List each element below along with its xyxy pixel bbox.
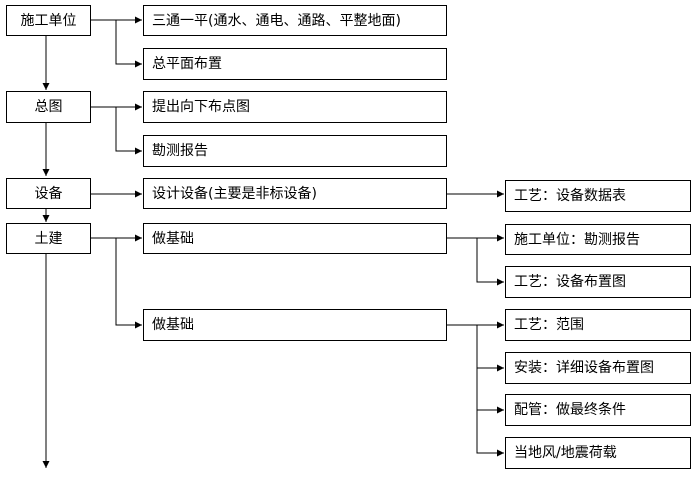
node-equipment: 设备 bbox=[6, 178, 91, 209]
node-process-equipment-datasheet: 工艺：设备数据表 bbox=[505, 180, 691, 212]
node-process-scope: 工艺：范围 bbox=[505, 309, 691, 341]
node-general-plan-layout: 总平面布置 bbox=[143, 48, 447, 80]
node-process-equipment-layout: 工艺：设备布置图 bbox=[505, 266, 691, 298]
node-install-detailed-layout: 安装：详细设备布置图 bbox=[505, 352, 691, 384]
node-foundation-2: 做基础 bbox=[143, 309, 447, 341]
node-design-equipment: 设计设备(主要是非标设备) bbox=[143, 178, 447, 209]
node-civil-works: 土建 bbox=[6, 223, 91, 254]
node-point-layout-request: 提出向下布点图 bbox=[143, 91, 447, 123]
node-general-layout: 总图 bbox=[6, 91, 91, 123]
node-piping-final-conditions: 配管：做最终条件 bbox=[505, 394, 691, 426]
node-survey-report: 勘测报告 bbox=[143, 135, 447, 167]
node-local-wind-seismic-load: 当地风/地震荷载 bbox=[505, 437, 691, 469]
node-construction-unit: 施工单位 bbox=[6, 5, 91, 36]
node-three-connections: 三通一平(通水、通电、通路、平整地面) bbox=[143, 5, 447, 36]
node-foundation-1: 做基础 bbox=[143, 223, 447, 254]
node-construction-survey-report: 施工单位：勘测报告 bbox=[505, 224, 691, 255]
